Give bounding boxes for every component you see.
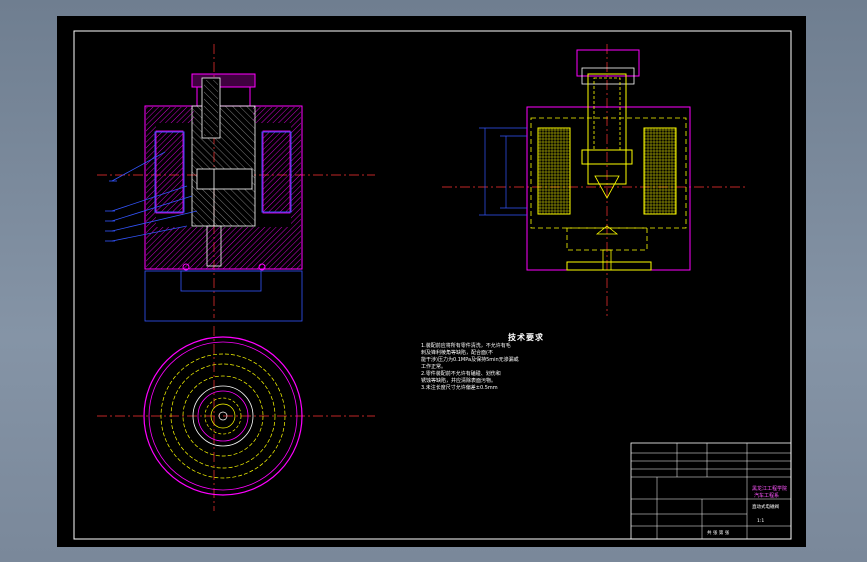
side-section-view [442,44,747,316]
drawing-border [73,30,792,540]
front-section-view [97,44,375,322]
note-line: 能干涉)压力为0.1MPa及保持5min无渗漏或 [421,357,519,363]
notes-heading: 技术要求 [508,333,544,342]
drawing-name: 直动式电磁阀 [752,503,779,510]
note-line: 3.未注长度尺寸允许偏差±0.5mm [421,385,498,391]
top-view [97,326,375,511]
note-line: 锈蚀等缺陷，并应清除表面污物。 [421,378,497,384]
title-block: 黑龙江工程学院 汽车工程系 直动式电磁阀 1:1 共 张 第 张 [630,442,792,540]
note-line: 刺及锋利棱角等缺陷，配合面(不 [421,350,493,356]
note-line: 1.装配前应将所有零件清洗，不允许有毛 [421,343,511,349]
school-line1: 黑龙江工程学院 [752,485,787,492]
scale-value: 1:1 [757,518,764,524]
note-line: 工作正常。 [421,364,447,370]
sheet-count: 共 张 第 张 [707,529,730,536]
school-line2: 汽车工程系 [754,492,779,499]
drawing-canvas: 黑龙江工程学院 汽车工程系 直动式电磁阀 1:1 共 张 第 张 [73,30,792,540]
drawing-sheet: 黑龙江工程学院 汽车工程系 直动式电磁阀 1:1 共 张 第 张 技术要求 1.… [57,16,806,547]
technical-notes: 技术要求 1.装配前应将所有零件清洗，不允许有毛 刺及锋利棱角等缺陷，配合面(不… [421,334,631,392]
note-line: 2.零件装配前不允许有磕碰、划伤和 [421,371,501,377]
